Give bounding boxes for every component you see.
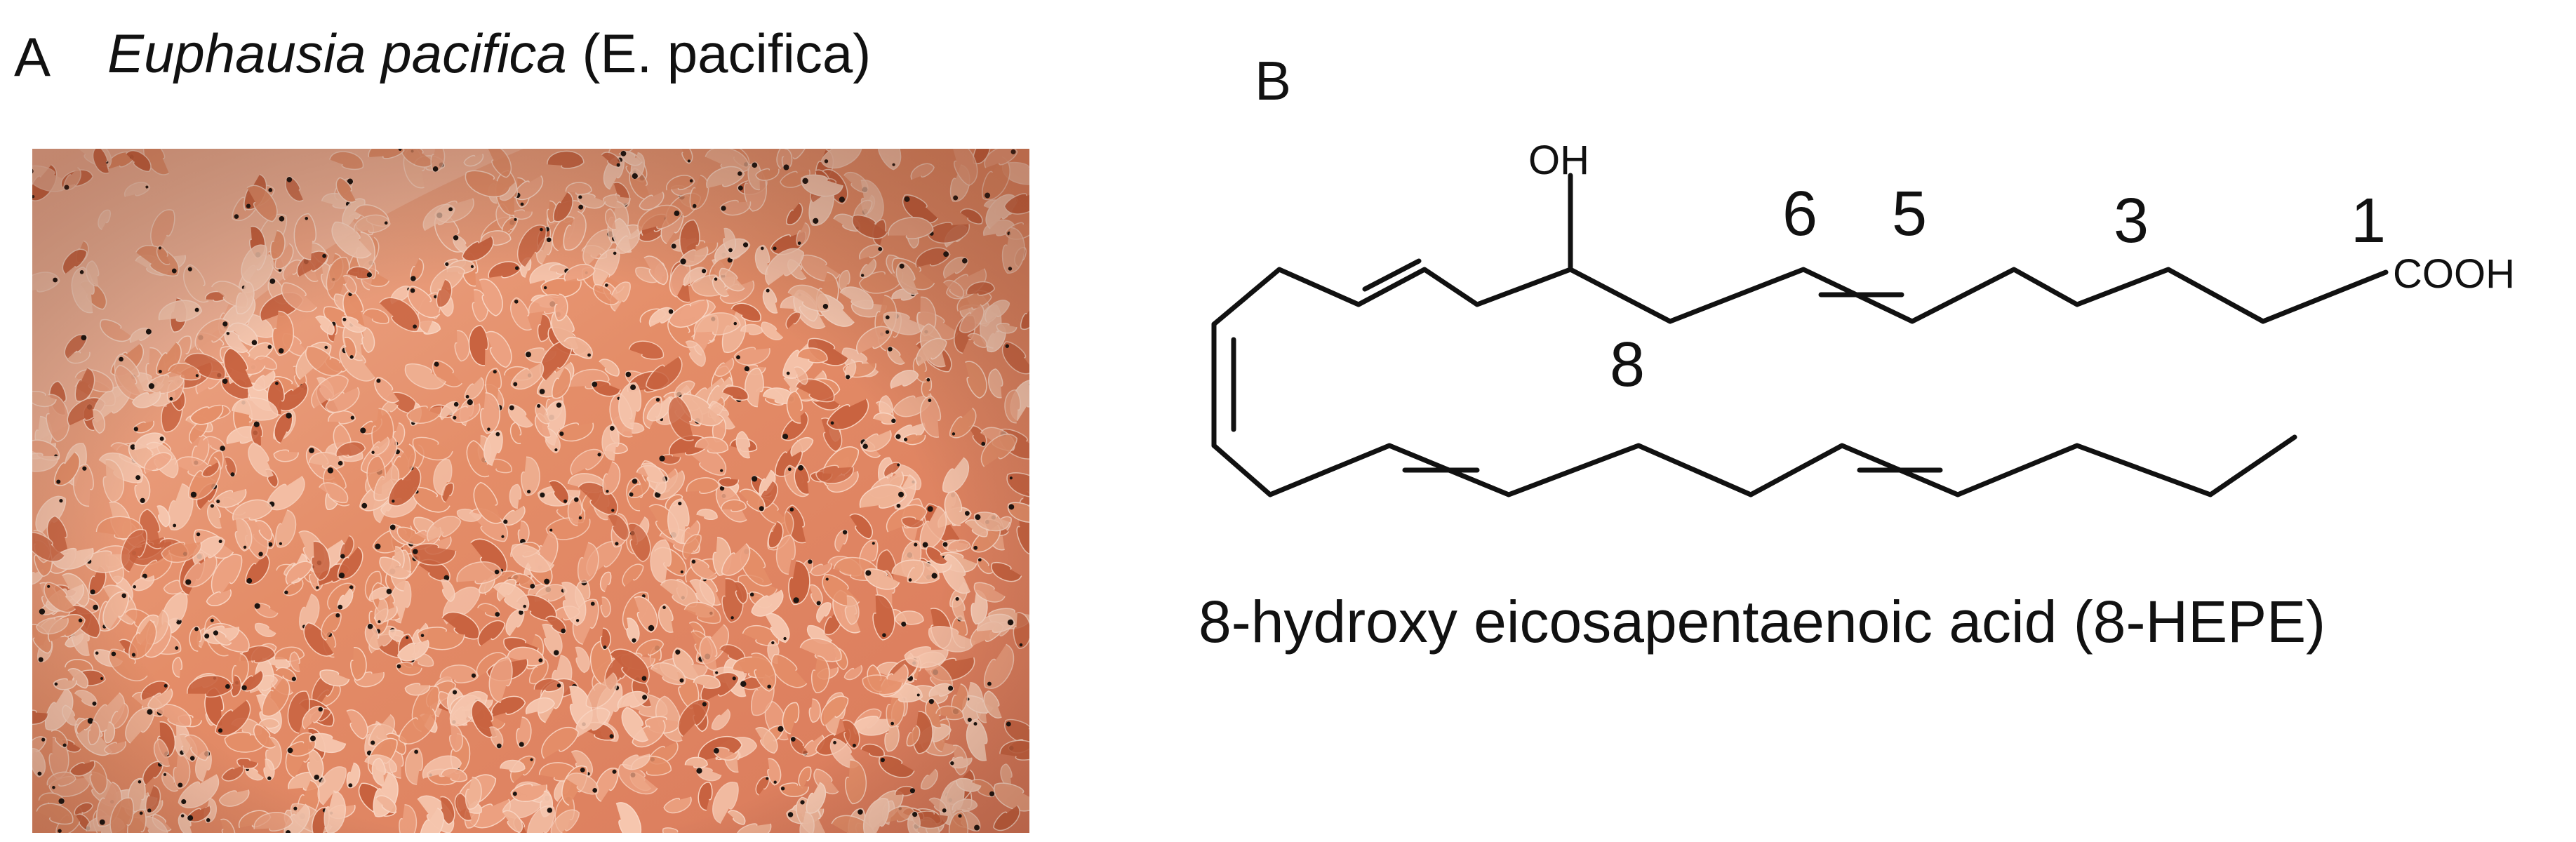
panel-a-title: Euphausia pacifica (E. pacifica) xyxy=(107,22,871,86)
carbon-number-3: 3 xyxy=(2114,186,2149,256)
hydroxyl-label: OH xyxy=(1528,138,1589,183)
carbon-number-6: 6 xyxy=(1782,179,1817,249)
species-abbreviation: (E. pacifica) xyxy=(566,22,872,84)
double-bond-c10-c11 xyxy=(1362,258,1422,292)
krill-photo xyxy=(32,149,1029,833)
panel-b: B OH COOH 1 3 5 6 8 8-hydroxy eicosapent… xyxy=(1095,0,2576,842)
panel-a-letter: A xyxy=(14,26,51,88)
compound-name: 8-hydroxy eicosapentaenoic acid (8-HEPE) xyxy=(1199,589,2326,655)
carbon-number-8: 8 xyxy=(1610,330,1645,400)
8-hepe-structure: OH COOH 1 3 5 6 8 xyxy=(1211,138,2515,497)
carbon-number-1: 1 xyxy=(2351,186,2386,256)
carboxyl-label: COOH xyxy=(2393,251,2515,297)
carbon-number-5: 5 xyxy=(1892,179,1927,249)
panel-b-letter: B xyxy=(1255,50,1292,112)
carbon-chain-upper xyxy=(1211,267,2389,327)
carbon-chain-lower xyxy=(1211,434,2297,497)
panel-a: A Euphausia pacifica (E. pacifica) xyxy=(0,0,1095,842)
species-name: Euphausia pacifica xyxy=(107,22,567,84)
